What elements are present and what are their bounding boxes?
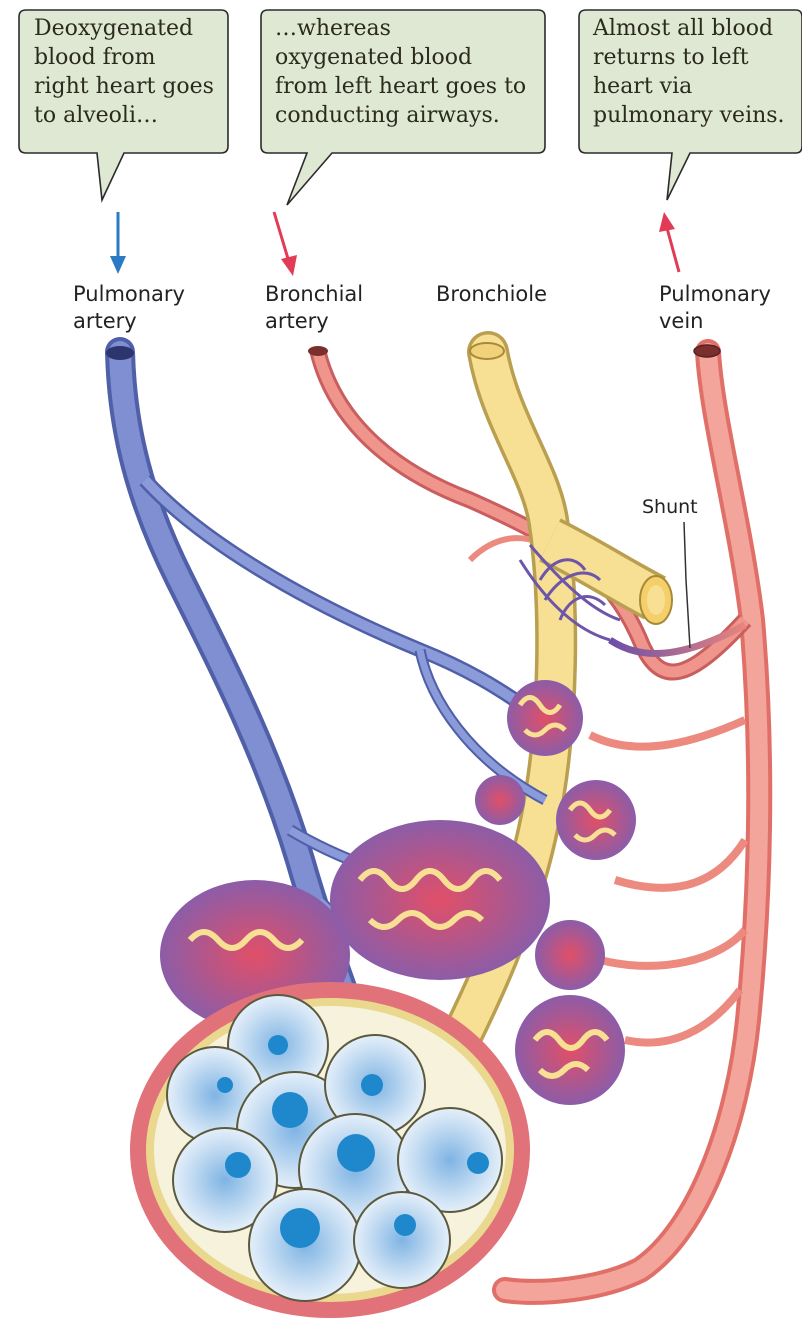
shunt-leader-line [684, 522, 690, 648]
cluster-lower-right [515, 920, 625, 1105]
label-bronchiole: Bronchiole [436, 281, 547, 308]
arrow-up-red-icon [659, 212, 679, 272]
callout-text-oxygenated: …whereas oxygenated blood from left hear… [275, 14, 540, 130]
alveolus [354, 1192, 450, 1288]
label-shunt: Shunt [642, 494, 698, 521]
callout-text-deoxygenated: Deoxygenated blood from right heart goes… [34, 14, 224, 130]
cluster-upper [507, 680, 583, 756]
arrow-down-blue-icon [110, 212, 126, 274]
callout-text-return: Almost all blood returns to left heart v… [593, 14, 802, 130]
arrow-down-red-icon [274, 212, 297, 276]
cluster-mid-left [475, 775, 525, 825]
alveolar-sac [130, 982, 530, 1318]
label-pulmonary-vein: Pulmonary vein [659, 281, 771, 335]
cluster-center [330, 820, 550, 980]
label-pulmonary-artery: Pulmonary artery [73, 281, 185, 335]
label-bronchial-artery: Bronchial artery [265, 281, 363, 335]
cluster-mid-right [556, 780, 636, 860]
flow-arrows [110, 212, 679, 276]
